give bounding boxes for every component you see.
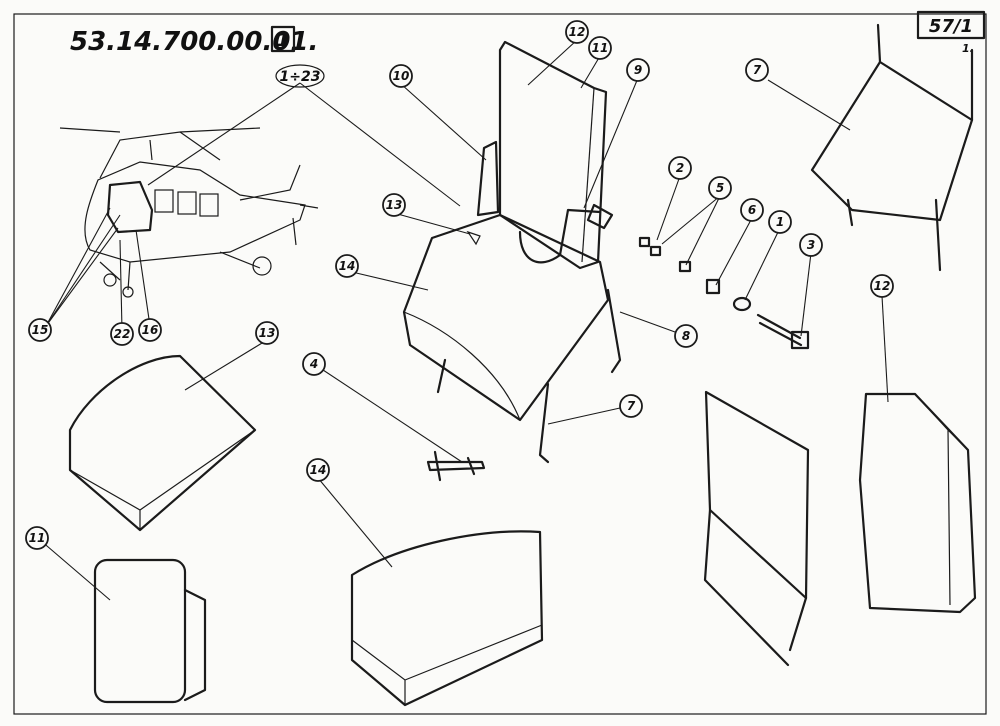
cushion-13 xyxy=(68,354,257,532)
svg-text:5: 5 xyxy=(716,181,724,195)
svg-text:22: 22 xyxy=(114,327,131,341)
mesh-panel-8 xyxy=(704,390,810,600)
callout-16: 16 xyxy=(138,318,162,342)
callout-2: 2 xyxy=(668,156,692,180)
callout-6: 6 xyxy=(740,198,764,222)
callout-14-cushion: 14 xyxy=(306,458,330,482)
callout-22: 22 xyxy=(110,322,134,346)
helicopter-illustration xyxy=(59,127,319,298)
callout-9: 9 xyxy=(626,58,650,82)
seat-assembly xyxy=(402,40,622,464)
callout-7-frame: 7 xyxy=(619,394,643,418)
svg-text:12: 12 xyxy=(569,25,586,39)
svg-text:12: 12 xyxy=(874,279,891,293)
svg-text:6: 6 xyxy=(748,203,756,217)
svg-text:4: 4 xyxy=(309,357,318,371)
svg-text:8: 8 xyxy=(682,329,690,343)
svg-text:7: 7 xyxy=(627,399,636,413)
callout-1: 1 xyxy=(768,210,792,234)
callout-11-seat: 11 xyxy=(588,36,612,60)
callout-13-seat: 13 xyxy=(382,193,406,217)
page-ref: 57/1 xyxy=(929,16,973,37)
svg-text:13: 13 xyxy=(386,198,403,212)
fastener-parts xyxy=(638,236,810,350)
sheet-box xyxy=(270,25,296,53)
callout-5: 5 xyxy=(708,176,732,200)
svg-text:7: 7 xyxy=(753,63,762,77)
svg-text:1: 1 xyxy=(776,215,784,229)
svg-text:13: 13 xyxy=(259,326,276,340)
svg-text:9: 9 xyxy=(634,63,642,77)
svg-text:16: 16 xyxy=(142,323,159,337)
svg-text:11: 11 xyxy=(592,41,609,55)
svg-text:14: 14 xyxy=(339,259,356,273)
svg-text:14: 14 xyxy=(310,463,327,477)
svg-text:3: 3 xyxy=(807,238,815,252)
svg-text:10: 10 xyxy=(393,69,410,83)
svg-text:11: 11 xyxy=(29,531,46,545)
range-label-oval xyxy=(275,64,325,88)
bracket-4 xyxy=(426,450,486,482)
callout-14-seat: 14 xyxy=(335,254,359,278)
callout-15: 15 xyxy=(28,318,52,342)
callout-11-pad: 11 xyxy=(25,526,49,550)
svg-text:15: 15 xyxy=(32,323,49,337)
callout-7-top: 7 xyxy=(745,58,769,82)
callout-12-seat: 12 xyxy=(565,20,589,44)
callout-12-cushion: 12 xyxy=(870,274,894,298)
callout-3: 3 xyxy=(799,233,823,257)
callout-4: 4 xyxy=(302,352,326,376)
mesh-panel-7-top xyxy=(810,60,974,222)
leader-lines xyxy=(39,39,889,601)
callout-10: 10 xyxy=(389,64,413,88)
svg-text:2: 2 xyxy=(676,161,684,175)
callout-8: 8 xyxy=(674,324,698,348)
page-sub: 1. xyxy=(962,42,974,55)
cushion-12 xyxy=(858,392,977,614)
sheet-border xyxy=(13,13,987,715)
page-ref-box xyxy=(916,10,986,40)
callout-13-cushion: 13 xyxy=(255,321,279,345)
range-label: 1÷23 xyxy=(280,69,321,85)
cushion-14 xyxy=(350,530,544,707)
sheet-box-number: 1 xyxy=(277,30,290,51)
pad-11 xyxy=(93,558,187,704)
